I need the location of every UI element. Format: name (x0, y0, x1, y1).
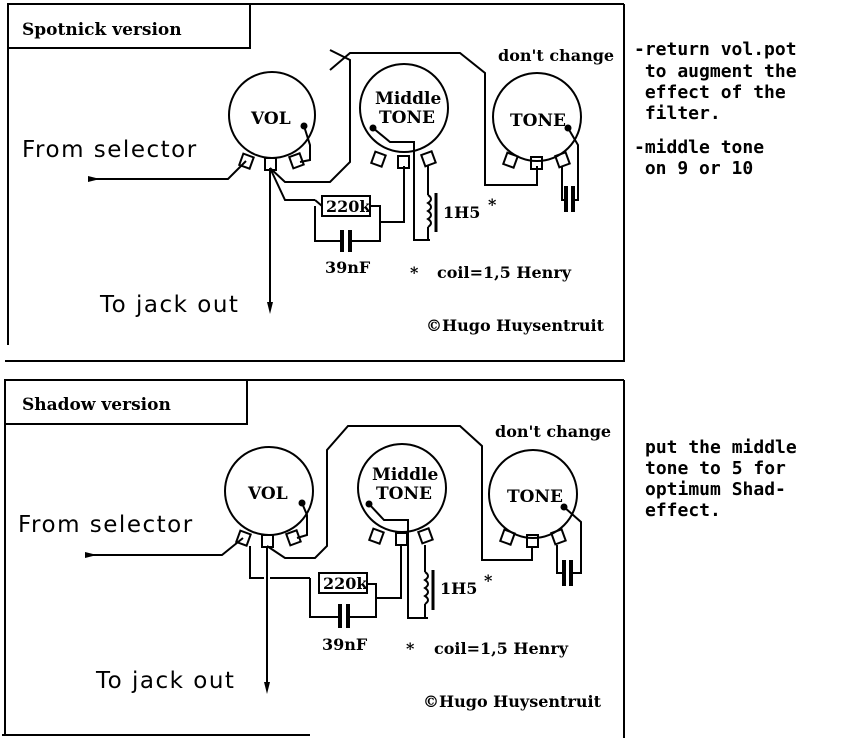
to-jack-out-label: To jack out (99, 292, 239, 318)
pot-label: TONE (507, 487, 563, 507)
capacitor-plate (340, 230, 344, 252)
input-wire (85, 537, 244, 556)
note-line: -middle tone (634, 137, 764, 158)
note-line: tone to 5 for (645, 458, 786, 479)
copyright: ©Hugo Huysentruit (426, 316, 605, 335)
note-line: filter. (634, 103, 721, 124)
input-wire (88, 160, 247, 180)
resistor-label: 220k (326, 197, 371, 216)
note-line: -return vol.pot (634, 39, 797, 60)
pot-label-line1: Middle (372, 465, 439, 485)
note-line: to augment the (634, 61, 797, 82)
to-jack-out-label: To jack out (95, 668, 235, 694)
pot-label-line1: Middle (375, 89, 442, 109)
tone-pot: TONE (488, 449, 578, 548)
coil (426, 194, 432, 228)
dont-change-label: don't change (495, 422, 611, 441)
arrow-icon (88, 176, 100, 182)
capacitor-label: 39nF (322, 635, 368, 654)
shadow-panel: Shadow version VOL Middle TONE TONE (2, 379, 625, 738)
capacitor-label: 39nF (325, 258, 371, 277)
panel-title: Shadow version (22, 395, 171, 415)
from-selector-label: From selector (18, 512, 194, 538)
pot-label-line2: TONE (379, 108, 435, 128)
vol-pot: VOL (224, 446, 314, 548)
middle-tone-pot: Middle TONE (357, 443, 447, 546)
arrow-icon (85, 552, 97, 558)
note-line: on 9 or 10 (634, 158, 753, 179)
pot-label: VOL (247, 484, 288, 504)
coil-note: coil=1,5 Henry (434, 639, 569, 658)
coil-label: 1H5 (443, 203, 480, 222)
coil-note-marker: * (406, 639, 415, 658)
note-line: effect of the (634, 82, 786, 103)
panel-title: Spotnick version (22, 20, 182, 40)
shadow-notes: put the middle tone to 5 for optimum Sha… (645, 437, 797, 521)
title-box (4, 379, 248, 425)
resistor-label: 220k (323, 574, 368, 593)
capacitor-plate (348, 230, 352, 252)
coil-marker: * (484, 571, 493, 590)
coil (423, 571, 429, 605)
lug (237, 152, 255, 170)
dont-change-label: don't change (498, 46, 614, 65)
pot-label: TONE (510, 111, 566, 131)
title-box (7, 3, 251, 49)
note-line: optimum Shad- (645, 479, 786, 500)
coil-marker: * (488, 195, 497, 214)
spotnick-notes: -return vol.pot to augment the effect of… (634, 39, 797, 179)
middle-tone-pot: Middle TONE (359, 63, 449, 169)
coil-note-marker: * (410, 263, 419, 282)
tone-pot: TONE (492, 72, 582, 170)
vol-pot: VOL (228, 71, 316, 171)
from-selector-label: From selector (22, 137, 198, 163)
arrow-icon (267, 302, 273, 314)
pot-label-line2: TONE (376, 484, 432, 504)
pot-label: VOL (250, 109, 291, 129)
lug (287, 152, 305, 170)
copyright: ©Hugo Huysentruit (423, 692, 602, 711)
spotnick-panel: Spotnick version VOL Middle TONE TONE (5, 3, 625, 362)
coil-label: 1H5 (440, 579, 477, 598)
note-line: effect. (645, 500, 721, 521)
coil-note: coil=1,5 Henry (437, 263, 572, 282)
capacitor-plate (346, 604, 350, 628)
note-line: put the middle (645, 437, 797, 458)
arrow-icon (264, 682, 270, 694)
capacitor-plate (338, 604, 342, 628)
